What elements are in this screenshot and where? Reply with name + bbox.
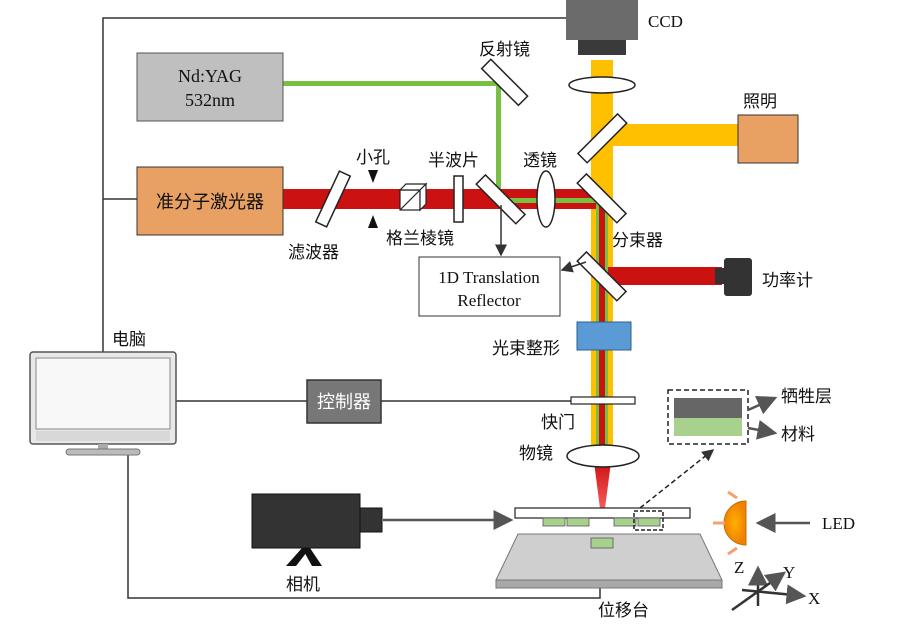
nd-yag-label-line2: 532nm	[185, 90, 235, 110]
computer-monitor	[29, 351, 177, 456]
translation-mirror	[475, 173, 527, 225]
glan-prism-label: 格兰棱镜	[386, 229, 454, 249]
ccd-lens	[568, 76, 636, 94]
axis-y-label: Y	[783, 563, 795, 582]
splitter-to-reflector-arrow	[560, 260, 587, 273]
stage-label: 位移台	[598, 601, 649, 621]
nd-yag-label-line1: Nd:YAG	[178, 66, 242, 86]
nd-yag-laser	[136, 52, 284, 122]
pinhole	[368, 170, 378, 228]
shutter	[570, 396, 636, 405]
ccd-camera	[566, 0, 638, 55]
glan-prism	[398, 182, 428, 212]
sacrificial-layer-sample	[674, 398, 742, 418]
sample-plate	[514, 507, 691, 519]
illumination-label: 照明	[743, 92, 777, 112]
objective-lens	[566, 444, 640, 468]
splitter-illumination	[576, 112, 628, 164]
sacrificial-layer-label: 牺牲层	[781, 387, 832, 407]
controller	[306, 379, 382, 424]
inset-callout	[639, 449, 715, 509]
led-label: LED	[822, 514, 855, 533]
splitter-power	[576, 250, 628, 302]
ccd-label: CCD	[648, 12, 683, 31]
controller-label: 控制器	[317, 392, 371, 413]
axis-z-label: Z	[734, 558, 744, 577]
objective-label: 物镜	[519, 444, 553, 464]
power-meter	[715, 258, 752, 296]
axis-x-label: X	[808, 589, 820, 608]
lens	[536, 170, 556, 228]
beam-shaper-label: 光束整形	[492, 339, 560, 359]
beam-shaper	[576, 321, 632, 351]
reflector-mirror	[480, 58, 529, 107]
material-sample	[674, 418, 742, 436]
translation-stage	[495, 533, 723, 589]
beam-splitter-label: 分束器	[612, 231, 663, 251]
translation-reflector-box	[418, 256, 561, 317]
translation-reflector-label-line1: 1D Translation	[438, 268, 540, 287]
illumination-source	[737, 114, 799, 164]
shutter-label: 快门	[541, 413, 575, 433]
focus-cone	[594, 462, 611, 516]
computer-label: 电脑	[112, 330, 146, 350]
excimer-label: 准分子激光器	[156, 192, 264, 213]
material-label: 材料	[781, 425, 815, 445]
sample-pads	[542, 517, 661, 527]
filter-label: 滤波器	[288, 243, 339, 263]
power-meter-label: 功率计	[762, 271, 813, 291]
camera	[251, 493, 383, 566]
half-wave-plate-label: 半波片	[428, 151, 479, 171]
half-wave-plate	[453, 175, 464, 223]
mirror-label: 反射镜	[479, 40, 530, 60]
xyz-axes	[731, 565, 807, 612]
translation-reflector-label-line2: Reflector	[457, 291, 521, 310]
filter	[314, 170, 352, 228]
sample-highlight	[633, 510, 664, 531]
camera-label: 相机	[286, 575, 320, 595]
lens-label: 透镜	[523, 151, 557, 171]
beam-splitter	[576, 172, 628, 224]
led	[713, 490, 747, 556]
excimer-laser	[136, 166, 284, 236]
pinhole-label: 小孔	[356, 148, 390, 168]
